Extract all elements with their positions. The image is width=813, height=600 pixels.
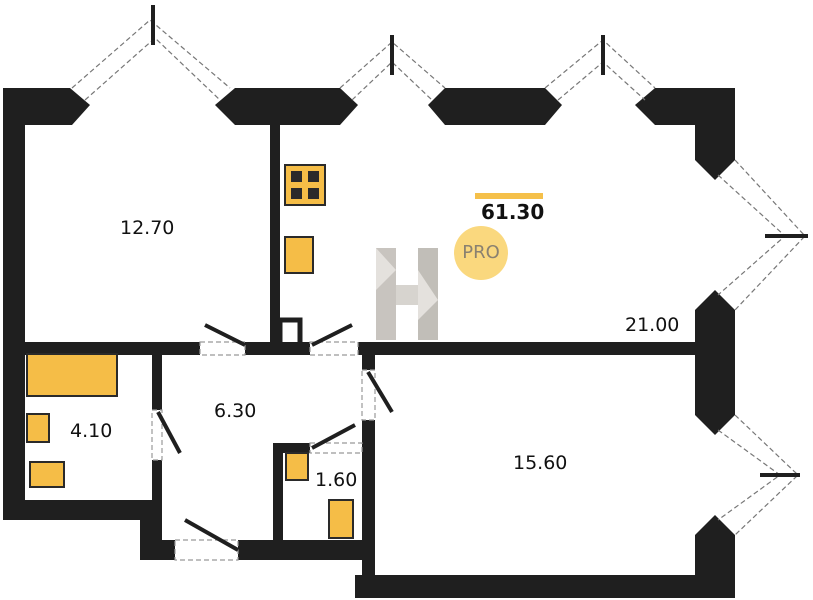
doors [151,323,394,561]
toilet-icon [328,499,354,539]
room-area-bedroom-2: 15.60 [513,452,568,474]
bathroom-toilet-icon [29,461,65,488]
room-area-hallway: 6.30 [214,400,257,422]
pro-badge: PRO [454,226,508,280]
total-area: 61.30 [481,200,545,224]
total-area-underline [475,193,543,199]
bathroom-sink-icon [26,413,50,443]
room-area-toilet: 1.60 [315,469,358,491]
windows [71,5,808,536]
kitchen-sink-icon [284,236,314,274]
room-area-bedroom: 12.70 [120,217,175,239]
walls [3,88,735,598]
room-area-bathroom: 4.10 [70,420,113,442]
bathtub-icon [26,353,118,397]
toilet-sink-icon [285,452,309,481]
fixtures [26,164,354,539]
room-area-kitchen-living: 21.00 [625,314,680,336]
brand-logo [376,248,438,340]
